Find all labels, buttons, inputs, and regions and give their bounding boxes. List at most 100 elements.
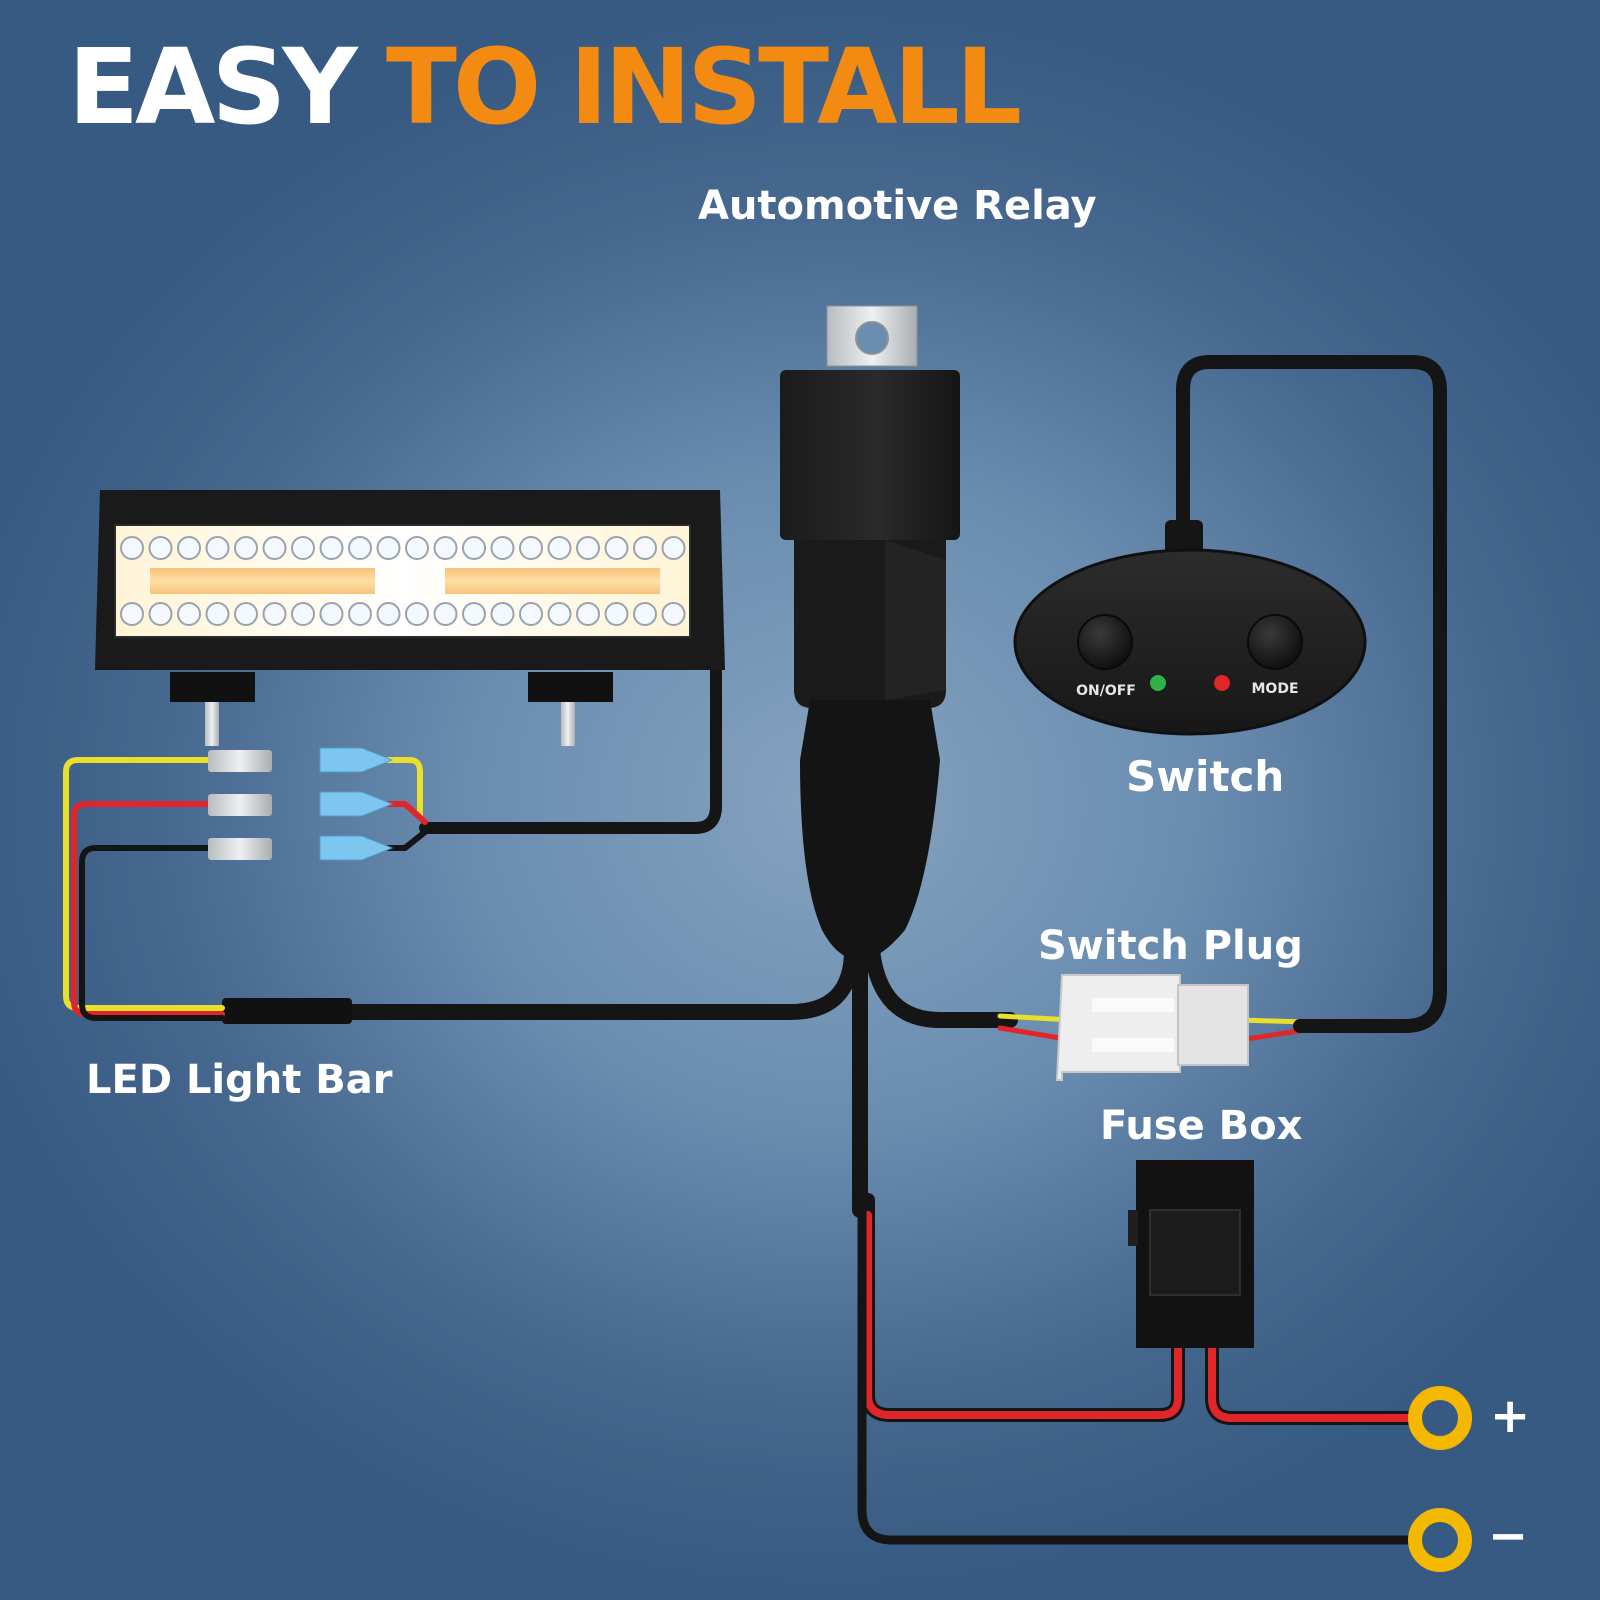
led-emitter [348, 536, 372, 560]
yellow-wire [63, 757, 228, 1011]
red-positive-lead [1205, 1333, 1422, 1425]
led-emitter [604, 536, 629, 560]
heat-shrink-sleeve [222, 998, 352, 1024]
led-emitter [576, 602, 600, 626]
led-emitter [661, 602, 686, 626]
led-light-bar-label: LED Light Bar [86, 1057, 393, 1103]
led-emitter [576, 536, 600, 560]
relay-tab-hole [855, 321, 889, 355]
mode-button-label: MODE [1251, 681, 1298, 697]
led-emitter [462, 536, 486, 560]
amber-strip-right [445, 568, 660, 594]
black-wire [79, 845, 228, 1021]
headline-part-easy: EASY [68, 26, 386, 148]
red-wire [71, 801, 228, 1017]
plug-red-right [1237, 1027, 1308, 1043]
headline-part-to-install: TO INSTALL [385, 26, 1022, 148]
headline: EASY TO INSTALL [68, 30, 1022, 144]
switch-loop-wire [1176, 355, 1447, 1033]
onoff-button [1077, 614, 1133, 670]
led-emitter [519, 536, 543, 560]
green-indicator-led [1150, 675, 1166, 691]
negative-terminal-label: − [1488, 1508, 1529, 1564]
led-emitter [633, 602, 657, 626]
led-emitter [490, 536, 515, 560]
led-emitter [291, 602, 315, 626]
led-emitter [661, 536, 686, 560]
switch-cable-boot [1165, 520, 1203, 556]
led-emitter [319, 602, 344, 626]
led-emitter [234, 536, 258, 560]
red-indicator-led [1214, 675, 1230, 691]
led-emitter [376, 602, 401, 626]
led-emitter [519, 602, 543, 626]
onoff-button-label: ON/OFF [1076, 683, 1136, 699]
black-ground-wire [857, 1205, 1420, 1545]
fuse-box-label: Fuse Box [1100, 1103, 1303, 1149]
led-emitter [148, 536, 173, 560]
red-power-wire-core [864, 1211, 1182, 1419]
bar-bolt-right [561, 702, 575, 746]
relay-boot [800, 700, 940, 960]
wires [63, 355, 1447, 1545]
led-emitter [547, 536, 572, 560]
automotive-relay [780, 305, 960, 960]
relay-label: Automotive Relay [698, 183, 1097, 229]
led-emitter [547, 602, 572, 626]
fuse-box [1128, 1160, 1254, 1348]
led-emitter [405, 536, 429, 560]
positive-terminal-label: + [1490, 1388, 1531, 1444]
switch-label: Switch [1126, 752, 1285, 801]
led-emitter [120, 602, 144, 626]
led-emitter [490, 602, 515, 626]
led-emitter [348, 602, 372, 626]
led-pigtail-wire [419, 654, 722, 834]
fuse-box-latch [1128, 1210, 1138, 1246]
led-emitter [633, 536, 657, 560]
led-emitter [177, 602, 201, 626]
bar-mount-right [528, 672, 613, 702]
led-emitter [148, 602, 173, 626]
negative-ring-terminal [1408, 1508, 1472, 1572]
led-light-bar [95, 490, 725, 746]
led-emitter [262, 602, 287, 626]
led-emitter [205, 602, 230, 626]
plug-yellow-right [1237, 1017, 1308, 1025]
led-emitter [462, 602, 486, 626]
plug-housing-right [1177, 984, 1249, 1066]
mode-button [1247, 614, 1303, 670]
bar-mount-left [170, 672, 255, 702]
led-emitter [319, 536, 344, 560]
led-row-top [120, 536, 686, 560]
switch-plug-label: Switch Plug [1038, 923, 1303, 969]
led-emitter [120, 536, 144, 560]
spade-connectors-female [319, 747, 394, 861]
red-positive-lead-core [1208, 1341, 1419, 1422]
switch-body [1013, 548, 1367, 736]
amber-strip-left [150, 568, 375, 594]
spade-connectors-male [208, 750, 272, 860]
led-branch-wire [342, 942, 860, 1020]
rocker-switch-panel: ON/OFF MODE [1013, 520, 1367, 736]
pigtail-yellow [385, 757, 423, 818]
pigtail-black [385, 829, 428, 851]
led-emitter [291, 536, 315, 560]
led-row-bottom [120, 602, 686, 626]
led-emitter [433, 536, 458, 560]
led-emitter [262, 536, 287, 560]
led-emitter [433, 602, 458, 626]
led-emitter [177, 536, 201, 560]
led-emitter [234, 602, 258, 626]
led-emitter [376, 536, 401, 560]
led-emitter [604, 602, 629, 626]
pigtail-red [385, 801, 428, 825]
led-emitter [405, 602, 429, 626]
led-emitter [205, 536, 230, 560]
plug-housing-left [1055, 974, 1181, 1081]
switch-plug-connector [1055, 974, 1249, 1081]
positive-ring-terminal [1408, 1386, 1472, 1450]
bar-bolt-left [205, 702, 219, 746]
relay-body [780, 370, 960, 540]
